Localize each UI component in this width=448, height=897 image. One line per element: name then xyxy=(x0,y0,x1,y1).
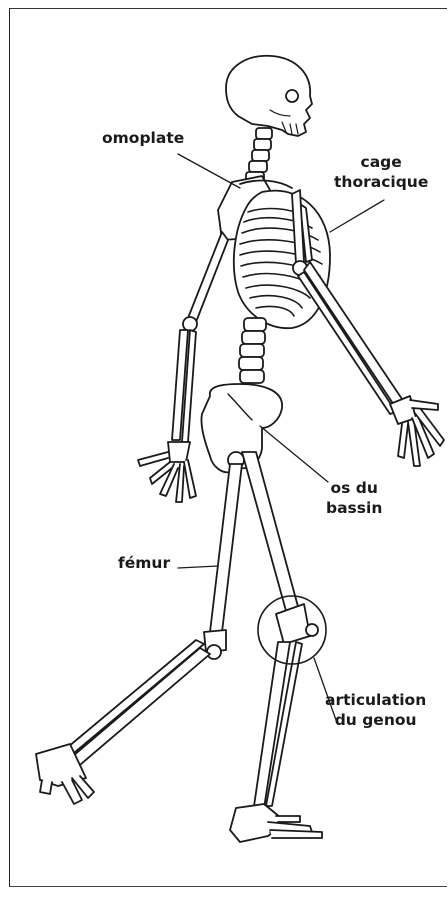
label-bassin-line1: os du xyxy=(326,478,382,498)
label-femur: fémur xyxy=(118,553,170,573)
label-omoplate-text: omoplate xyxy=(102,128,184,148)
label-genou-line1: articulation xyxy=(325,690,426,710)
leader-cage xyxy=(330,200,384,232)
label-cage-line2: thoracique xyxy=(334,172,428,192)
leader-femur xyxy=(178,566,218,568)
label-articulation-du-genou: articulation du genou xyxy=(325,690,426,730)
label-cage-line1: cage xyxy=(334,152,428,172)
patella xyxy=(306,624,318,636)
label-genou-line2: du genou xyxy=(325,710,426,730)
label-os-du-bassin: os du bassin xyxy=(326,478,382,518)
leader-omoplate xyxy=(178,154,240,188)
femur-bone xyxy=(210,464,242,632)
label-femur-text: fémur xyxy=(118,553,170,573)
leader-bassin xyxy=(260,426,328,482)
front-leg xyxy=(230,452,322,842)
label-bassin-line2: bassin xyxy=(326,498,382,518)
label-cage-thoracique: cage thoracique xyxy=(334,152,428,192)
lumbar-spine xyxy=(239,318,266,383)
label-omoplate: omoplate xyxy=(102,128,184,148)
skull xyxy=(226,56,312,136)
back-leg xyxy=(36,464,242,804)
cervical-spine xyxy=(246,128,272,183)
